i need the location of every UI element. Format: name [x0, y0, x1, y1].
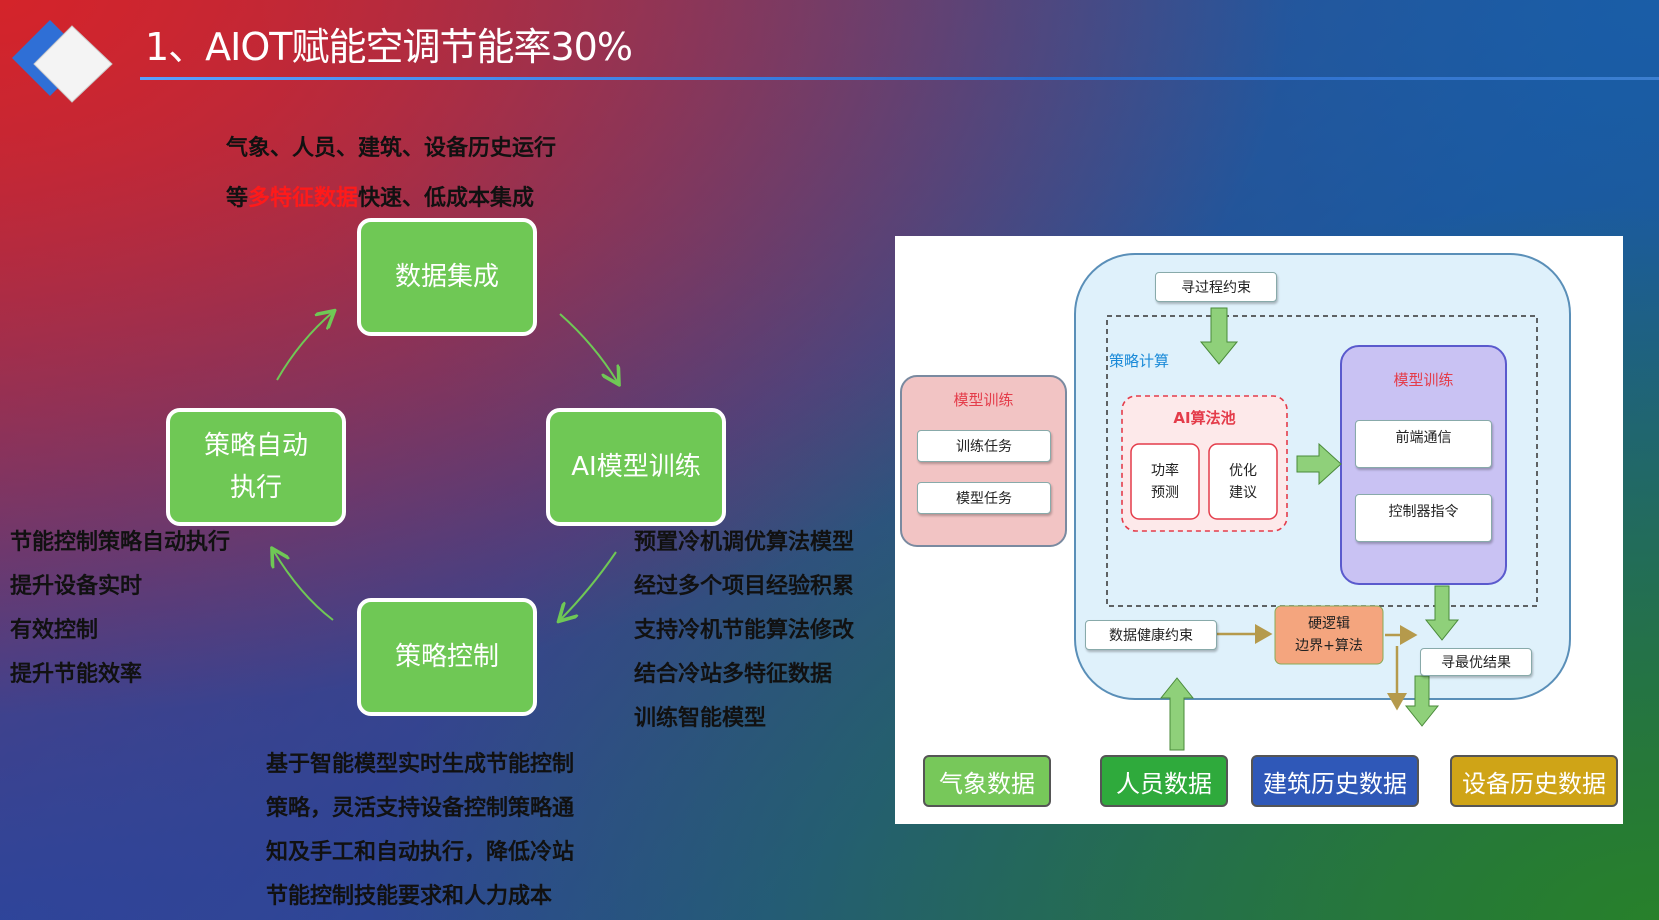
bottom-text-4: 节能控制技能要求和人力成本 [266, 883, 553, 909]
algo-pool-title: AI算法池 [1173, 408, 1236, 427]
page-title: 1、AIOT赋能空调节能率30% [145, 25, 633, 69]
auto-exec-line2: 执行 [229, 473, 282, 503]
right-panel-title: 模型训练 [1393, 370, 1454, 389]
left-text-3: 有效控制 [10, 617, 99, 643]
arrow-to-ai-training [559, 313, 618, 383]
people-data-box: 人员数据 [1100, 755, 1228, 807]
hard-logic-label: 硬逻辑 边界+算法 [1275, 606, 1383, 664]
power-predict-line2: 预测 [1151, 484, 1179, 501]
title-divider [140, 77, 1659, 80]
hard-logic-box [1274, 605, 1384, 665]
train-task-box: 训练任务 [917, 430, 1051, 462]
arrow-up-1 [1159, 677, 1195, 751]
arrow-to-auto-exec [273, 550, 334, 621]
bottom-text-1: 基于智能模型实时生成节能控制 [266, 751, 575, 777]
logo-diamond-icon [12, 20, 113, 103]
arrow-down-3 [1404, 675, 1440, 727]
power-predict-label: 功率 预测 [1131, 444, 1199, 519]
optimize-box [1208, 443, 1278, 520]
top-text-prefix: 等 [226, 185, 249, 211]
top-text-suffix: 快速、低成本集成 [358, 185, 535, 211]
right-text-4: 结合冷站多特征数据 [634, 661, 833, 687]
arrow-down-2 [1424, 585, 1460, 641]
arrow-to-strategy-control [560, 551, 617, 620]
arrow-to-data-integration [276, 312, 333, 381]
model-task-box: 模型任务 [917, 482, 1051, 514]
strategy-control-box: 策略控制 [357, 598, 537, 716]
weather-data-box: 气象数据 [923, 755, 1051, 807]
optimal-result-box: 寻最优结果 [1420, 648, 1532, 676]
left-text-1: 节能控制策略自动执行 [10, 529, 231, 555]
right-text-5: 训练智能模型 [634, 705, 767, 731]
data-integration-box: 数据集成 [357, 218, 537, 336]
left-text-4: 提升节能效率 [10, 661, 143, 687]
bottom-text-3: 知及手工和自动执行，降低冷站 [266, 839, 575, 865]
process-constraint-box: 寻过程约束 [1155, 272, 1277, 302]
optimize-line2: 建议 [1229, 484, 1257, 501]
power-predict-box [1130, 443, 1200, 520]
architecture-diagram: 模型训练 训练任务 模型任务 寻过程约束 策略计算 AI算法池 功率 预测 优化… [895, 236, 1623, 824]
top-text-line1: 气象、人员、建筑、设备历史运行 [226, 135, 557, 161]
hard-logic-line2: 边界+算法 [1295, 638, 1363, 654]
strategy-calc-label: 策略计算 [1109, 351, 1170, 370]
controller-cmd-box: 控制器指令 [1355, 494, 1492, 542]
data-health-box: 数据健康约束 [1085, 620, 1217, 650]
diagram-shapes [900, 253, 1571, 751]
arrow-down-1 [1199, 307, 1239, 365]
optimize-label: 优化 建议 [1209, 444, 1277, 519]
right-text-2: 经过多个项目经验积累 [634, 573, 855, 599]
bottom-text-2: 策略，灵活支持设备控制策略通 [266, 795, 575, 821]
optimize-line1: 优化 [1229, 462, 1257, 479]
auto-exec-line1: 策略自动 [203, 431, 308, 461]
frontend-comm-box: 前端通信 [1355, 420, 1492, 468]
top-text-highlight: 多特征数据 [248, 185, 359, 211]
right-text-3: 支持冷机节能算法修改 [634, 617, 855, 643]
right-text-1: 预置冷机调优算法模型 [634, 529, 855, 555]
left-panel-title: 模型训练 [953, 390, 1014, 409]
ai-training-box: AI模型训练 [546, 408, 726, 526]
power-predict-line1: 功率 [1151, 462, 1179, 479]
left-text-2: 提升设备实时 [10, 573, 143, 599]
equipment-data-box: 设备历史数据 [1450, 755, 1618, 807]
hard-logic-line1: 硬逻辑 [1308, 616, 1350, 632]
building-data-box: 建筑历史数据 [1251, 755, 1419, 807]
auto-exec-box: 策略自动 执行 [166, 408, 346, 526]
arrow-right-1 [1296, 442, 1342, 486]
top-text-line2: 等多特征数据快速、低成本集成 [226, 176, 534, 220]
